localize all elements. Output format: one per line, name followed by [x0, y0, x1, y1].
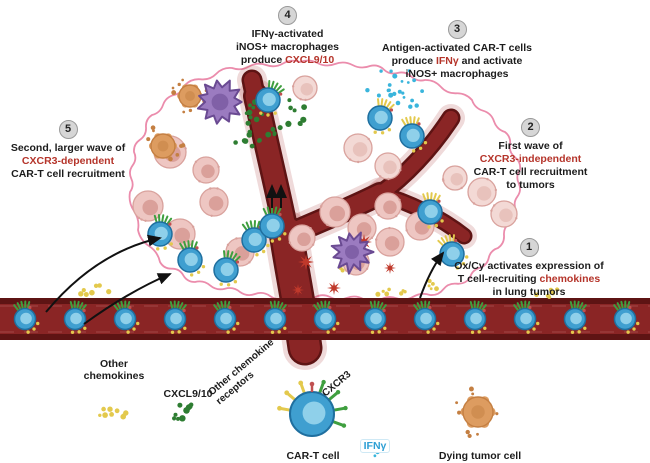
annotation-line: produce CXCL9/10 — [240, 54, 335, 66]
tissue-car-t-cells — [147, 80, 469, 287]
annotation-line: CAR-T cell recruitment — [11, 168, 125, 180]
legend-art — [98, 379, 499, 458]
car-t-cell — [363, 300, 387, 334]
step-badge-2: 2 — [521, 118, 540, 137]
chemokine-dots — [534, 287, 560, 299]
annotation-line: iNOS+ macrophages — [405, 68, 509, 80]
annotation-second-wave: 5 Second, larger wave of CXCR3-dependent… — [2, 120, 134, 181]
annotation-antigen-activated: 3 Antigen-activated CAR-T cells produce … — [368, 20, 546, 81]
annotation-line: in lung tumors — [492, 286, 566, 298]
car-t-cell — [263, 300, 287, 334]
legend-ifng-label: IFNγ — [352, 439, 398, 453]
car-t-cell — [163, 300, 187, 334]
arrows — [45, 184, 445, 325]
annotation-line: CXCR3-independent — [479, 153, 582, 165]
step-badge-5: 5 — [58, 120, 78, 139]
cytokine-dots — [78, 69, 560, 299]
annotation-line: IFNγ-activated — [251, 28, 324, 40]
car-t-cell — [313, 300, 340, 334]
car-t-cell — [213, 300, 240, 334]
annotation-first-wave: 2 First wave of CXCR3-independent CAR-T … — [458, 118, 603, 192]
legend-car-t-cell — [277, 379, 348, 437]
legend-cxcl910-label: CXCL9/10 — [163, 388, 213, 400]
tumor-cell — [291, 75, 318, 102]
dying-tumor-cells — [146, 78, 208, 162]
chemokine-dots — [375, 287, 407, 297]
legend-other-chemokines-label: Other chemokines — [83, 358, 145, 382]
tumor-debris — [384, 262, 396, 274]
legend-cxcl910-dots — [172, 402, 194, 422]
annotation-line: CAR-T cell recruitment — [473, 166, 588, 178]
tumor-cell — [467, 177, 498, 207]
annotation-ifng-macrophages: 4 IFNγ-activated iNOS+ macrophages produ… — [205, 6, 370, 67]
car-t-cell — [563, 300, 587, 334]
vessel-car-t-cells — [13, 300, 640, 334]
annotation-line: CXCR3-dependent — [21, 155, 115, 167]
macrophage — [196, 79, 243, 125]
tumor-cell — [490, 200, 518, 228]
annotation-line: to tumors — [506, 179, 555, 191]
tumor-debris — [292, 284, 304, 296]
chemokine-dots — [427, 278, 439, 292]
tumor-cell — [375, 226, 405, 257]
chemokine-dots — [78, 283, 112, 297]
legend-cart-cell-label: CAR-T cell — [286, 450, 340, 462]
annotation-line: produce IFNγ and activate — [391, 55, 523, 67]
tumor-debris — [327, 281, 341, 295]
car-t-cell — [113, 300, 140, 334]
cxcl910-dots — [233, 129, 262, 149]
legend-chemokine-dots — [98, 406, 129, 420]
step-badge-3: 3 — [447, 20, 467, 39]
tumor-cell — [199, 187, 229, 218]
car-t-cell — [241, 220, 270, 257]
tumor-cell — [343, 133, 373, 164]
tumor-cell — [192, 156, 220, 184]
tumor-debris — [298, 254, 314, 270]
dying-tumor-cell — [171, 78, 208, 114]
car-t-cell — [613, 300, 640, 334]
car-t-cell — [367, 98, 395, 135]
dying-tumor-cell — [455, 386, 499, 439]
macrophages — [196, 79, 375, 275]
tumor-cell — [347, 213, 377, 243]
car-t-cell — [259, 206, 287, 243]
car-t-cell — [399, 116, 428, 153]
car-t-cell — [513, 300, 540, 334]
annotation-line: Antigen-activated CAR-T cells — [382, 42, 532, 54]
car-t-cell — [417, 192, 444, 229]
tumor-cell — [132, 190, 164, 222]
car-t-cell — [413, 300, 440, 334]
tumor-margin — [128, 59, 522, 303]
annotation-line: iNOS+ macrophages — [236, 41, 339, 53]
annotation-oxcy-chemokines: 1 Ox/Cy activates expression of T cell-r… — [438, 238, 620, 299]
car-t-cell — [255, 80, 285, 117]
annotation-line: T cell-recruiting chemokines — [457, 273, 601, 285]
car-t-cell — [213, 250, 241, 287]
car-t-cell — [177, 240, 206, 277]
step-badge-4: 4 — [278, 6, 297, 25]
tumor-cell — [374, 192, 402, 220]
macrophage — [330, 231, 375, 275]
tumor-cell — [319, 196, 351, 228]
ifng-dots — [365, 69, 424, 109]
tumor-cell — [441, 165, 468, 191]
dying-tumor-cell — [146, 125, 186, 162]
annotation-line: Second, larger wave of — [10, 142, 126, 154]
annotation-line: First wave of — [498, 140, 563, 152]
legend-dying-tumor-cell-label: Dying tumor cell — [438, 450, 522, 462]
step-badge-1: 1 — [519, 238, 539, 257]
car-t-cell — [463, 300, 487, 334]
tumor-cell — [374, 152, 402, 181]
car-t-cell — [63, 300, 87, 334]
annotation-line: Ox/Cy activates expression of — [454, 260, 604, 272]
car-t-cell — [13, 300, 40, 334]
tumor-cell — [288, 224, 316, 252]
